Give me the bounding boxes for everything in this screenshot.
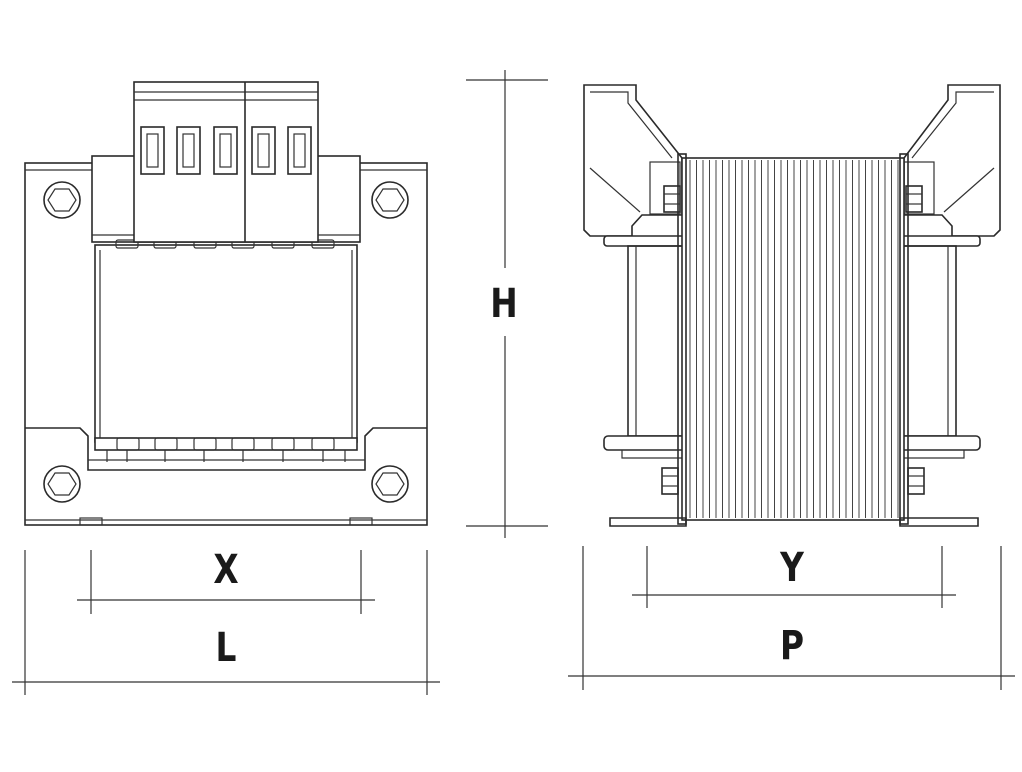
label-y: Y bbox=[780, 545, 804, 591]
dimension-h bbox=[466, 70, 548, 538]
mounting-hole-bottom-left bbox=[43, 465, 81, 503]
bolt-top-right bbox=[905, 185, 923, 213]
bolt-top-left bbox=[663, 185, 681, 213]
dimension-p bbox=[568, 546, 1015, 690]
terminal-screw-slots bbox=[140, 126, 312, 175]
side-bracket-left bbox=[583, 84, 683, 237]
bolt-bottom-left bbox=[661, 467, 679, 495]
label-l: L bbox=[215, 625, 237, 671]
terminal-block bbox=[133, 81, 319, 243]
front-view bbox=[24, 81, 428, 526]
mounting-hole-bottom-right bbox=[371, 465, 409, 503]
bolt-bottom-right bbox=[907, 467, 925, 495]
dimension-l bbox=[12, 550, 440, 695]
dimension-x bbox=[77, 550, 375, 614]
label-x: X bbox=[213, 547, 239, 593]
dimension-y bbox=[632, 546, 956, 608]
label-h: H bbox=[490, 281, 518, 327]
bottom-terminal-pins bbox=[94, 437, 358, 462]
side-view bbox=[583, 84, 1001, 527]
side-bracket-right bbox=[903, 84, 1001, 237]
mounting-hole-top-left bbox=[43, 181, 81, 219]
mounting-hole-top-right bbox=[371, 181, 409, 219]
label-p: P bbox=[779, 623, 805, 669]
lamination-stack bbox=[681, 157, 905, 521]
